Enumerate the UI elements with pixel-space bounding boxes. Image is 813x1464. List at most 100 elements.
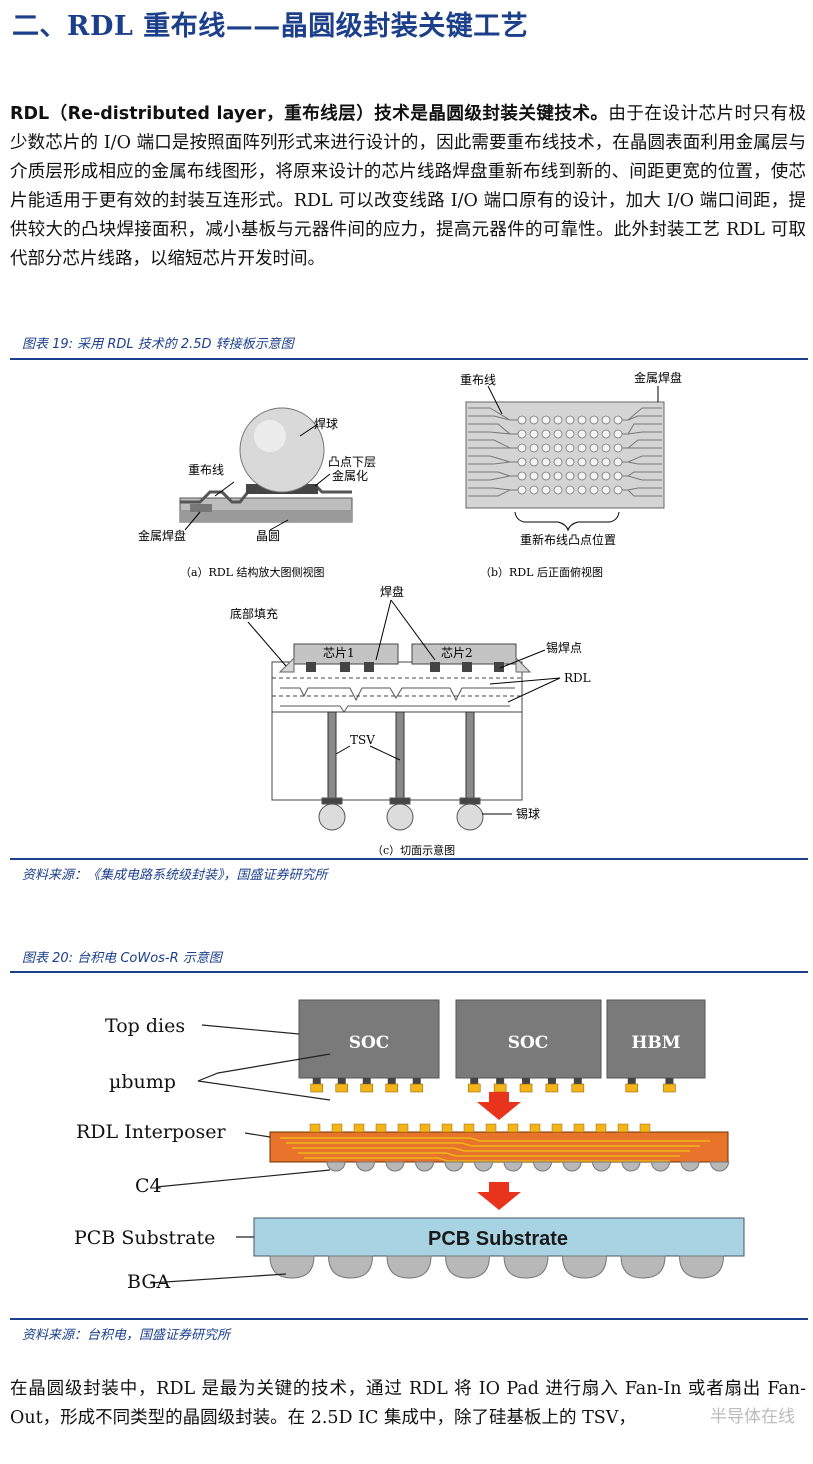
f20-ubump <box>663 1083 676 1093</box>
fig19a-label-rdl: 重布线 <box>188 463 224 477</box>
figure20-source: 资料来源：台积电，国盛证券研究所 <box>22 1328 231 1343</box>
f20-label-pcb-substrate: PCB Substrate <box>74 1227 215 1249</box>
f20-leader-line <box>201 1024 300 1035</box>
f20-interposer-pad <box>441 1123 453 1133</box>
fig19b-trace <box>468 461 522 465</box>
watermark: 半导体在线 <box>710 1407 795 1427</box>
figure20-caption: 图表 20: 台积电 CoWos-R 示意图 <box>22 951 222 966</box>
fig19b-pad <box>577 429 587 439</box>
f20-bga-ball <box>620 1255 666 1279</box>
fig19b-pad <box>517 471 527 481</box>
f20-ubump-pad <box>627 1078 636 1084</box>
fig19c-label-tin-ball: 锡球 <box>516 806 540 821</box>
fig19b-pad <box>589 443 599 453</box>
fig19b-pad <box>613 457 623 467</box>
f20-interposer-pad <box>309 1123 321 1133</box>
fig19b-pad <box>613 415 623 425</box>
fig19b-pad <box>577 443 587 453</box>
fig19b-pad <box>601 429 611 439</box>
f20-arrows <box>477 1092 521 1210</box>
fig19b-pad <box>541 415 551 425</box>
f20-ubump-pad <box>362 1078 371 1084</box>
fig19b-pad <box>565 457 575 467</box>
f20-ubump <box>360 1083 374 1093</box>
f20-c4-bump <box>473 1161 494 1172</box>
fig19b-pad <box>577 471 587 481</box>
fig19b-pad <box>541 471 551 481</box>
f20-c4-bump <box>414 1161 435 1172</box>
f20-arrow <box>477 1182 521 1210</box>
f20-ubump <box>545 1083 559 1093</box>
f20-c4-bump <box>591 1161 612 1172</box>
f20-ubump-pad <box>547 1078 556 1084</box>
f20-leader-line <box>197 1053 331 1082</box>
fig19b-pad <box>553 429 563 439</box>
f20-interposer-pad <box>573 1123 585 1133</box>
fig19b-pad <box>541 457 551 467</box>
fig19b-pad <box>589 415 599 425</box>
fig19b-pad <box>529 457 539 467</box>
fig19b-trace <box>618 461 662 465</box>
f20-c4-bump <box>385 1161 405 1172</box>
fig19b-pad <box>553 485 563 495</box>
f20-interposer-pad <box>397 1123 409 1133</box>
f20-interposer-trace <box>280 1137 710 1142</box>
f20-leader-line <box>244 1132 271 1138</box>
fig19b-pad <box>589 471 599 481</box>
fig19b-pad <box>577 415 587 425</box>
f20-c4-bump <box>650 1161 671 1172</box>
figure19-diagram: 焊球 重布线 凸点下层 金属化 金属焊盘 晶圆 （a）RDL 结构放大图侧视图 … <box>138 370 682 857</box>
fig19b-pad <box>553 443 563 453</box>
f20-bga-ball <box>327 1255 374 1279</box>
f20-leader-lines <box>149 1024 331 1284</box>
section-title: 二、RDL 重布线——晶圆级封装关键工艺 <box>12 11 529 42</box>
fig19c-label-chip2: 芯片2 <box>441 646 473 660</box>
f20-bga-ball <box>678 1255 725 1279</box>
figure19-source: 资料来源：《集成电路系统级封装》，国盛证券研究所 <box>22 868 328 883</box>
fig19b-trace <box>618 431 662 435</box>
fig19b-pad <box>577 457 587 467</box>
f20-interposer-pad <box>595 1123 607 1133</box>
fig19b-pad <box>529 485 539 495</box>
fig19c-label-underfill: 底部填充 <box>230 606 278 621</box>
fig19b-pad <box>565 471 575 481</box>
f20-interposer-pad <box>617 1123 629 1133</box>
f20-c4-bump <box>532 1161 553 1172</box>
f20-interposer-body <box>269 1131 729 1163</box>
fig19b-label-bump-pos: 重新布线凸点位置 <box>520 532 616 547</box>
f20-bga-ball <box>503 1255 549 1279</box>
fig19b-trace <box>618 489 662 497</box>
fig19a-side-view: 焊球 重布线 凸点下层 金属化 金属焊盘 晶圆 （a）RDL 结构放大图侧视图 <box>138 407 376 579</box>
fig19b-pad <box>529 443 539 453</box>
f20-arrow <box>477 1092 521 1120</box>
f20-pcb-body <box>253 1217 745 1257</box>
closing-paragraph: 在晶圆级封装中，RDL 是最为关键的技术，通过 RDL 将 IO Pad 进行扇… <box>10 1379 806 1428</box>
fig19b-pad <box>541 443 551 453</box>
fig19b-trace <box>618 475 662 481</box>
fig19c-label-tsv: TSV <box>350 733 375 747</box>
fig19b-pad <box>517 457 527 467</box>
f20-leader-line <box>155 1169 331 1188</box>
f20-label-rdl-interposer: RDL Interposer <box>76 1121 226 1143</box>
f20-label-ubump: µbump <box>109 1071 176 1093</box>
fig19c-label-pad: 焊盘 <box>380 584 404 599</box>
fig19b-pad <box>517 429 527 439</box>
f20-c4-bump <box>355 1161 376 1172</box>
fig19b-pad <box>589 457 599 467</box>
fig19b-trace <box>468 415 522 421</box>
f20-c4-bump <box>709 1161 730 1172</box>
f20-leader-line <box>149 1273 287 1284</box>
f20-pcb-substrate <box>253 1217 745 1279</box>
f20-ubump-pad <box>665 1078 674 1084</box>
fig19a-label-wafer: 晶圆 <box>256 529 280 543</box>
fig19b-label-rdl: 重布线 <box>460 373 496 387</box>
fig19a-label-ubm-2: 金属化 <box>332 468 368 483</box>
f20-rdl-interposer <box>269 1123 730 1172</box>
fig19b-pad <box>529 471 539 481</box>
f20-c4-bump <box>503 1161 523 1172</box>
fig19c-subcaption: （c）切面示意图 <box>372 843 455 857</box>
fig19b-pad <box>565 443 575 453</box>
f20-ubump-pad <box>312 1078 321 1084</box>
f20-ubump <box>625 1083 639 1093</box>
fig19b-subcaption: （b）RDL 后正面俯视图 <box>480 565 603 579</box>
